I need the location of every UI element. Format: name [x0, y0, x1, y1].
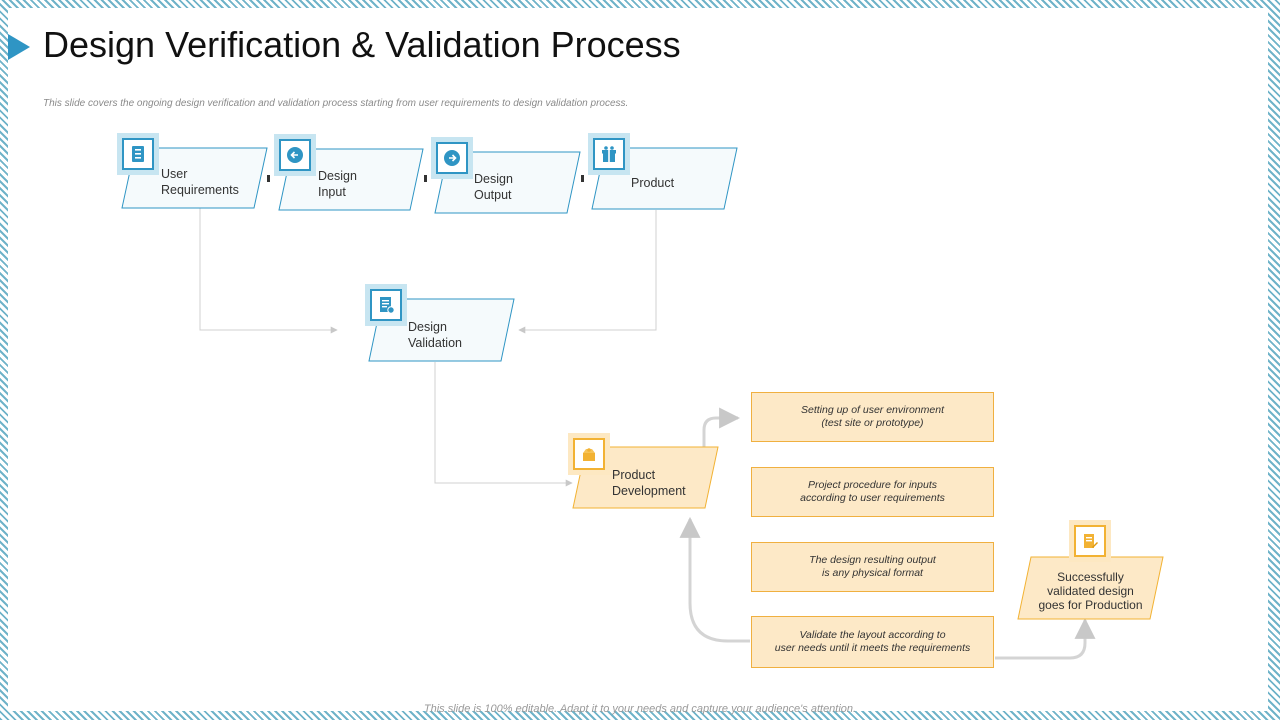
step-separator	[267, 175, 270, 182]
connector-development-to-note-1	[702, 407, 741, 447]
step-label: Design Input	[318, 169, 357, 199]
step-label: Product Development	[612, 468, 686, 498]
note-box: Setting up of user environment (test sit…	[751, 392, 994, 442]
step-label: Successfully validated design goes for P…	[1038, 570, 1143, 612]
note-box: Project procedure for inputs according t…	[751, 467, 994, 517]
note-box: The design resulting output is any physi…	[751, 542, 994, 592]
title-marker-icon	[8, 34, 30, 60]
slide-subtitle: This slide covers the ongoing design ver…	[43, 98, 629, 109]
checklist-icon	[117, 133, 159, 175]
document-pen-icon	[1069, 520, 1111, 562]
slide-title: Design Verification & Validation Process	[43, 24, 681, 65]
connector-user-req-to-validation	[199, 208, 338, 334]
step-label: Design Validation	[408, 320, 462, 350]
step-production: Successfully validated design goes for P…	[1017, 556, 1164, 620]
step-separator	[581, 175, 584, 182]
step-label: User Requirements	[161, 167, 239, 197]
open-box-icon	[568, 433, 610, 475]
connector-note-4-to-development	[679, 516, 750, 643]
note-box: Validate the layout according to user ne…	[751, 616, 994, 668]
document-check-icon	[365, 284, 407, 326]
connector-note-4-to-production	[995, 617, 1096, 660]
slide-footer: This slide is 100% editable. Adapt it to…	[423, 703, 857, 715]
step-label: Design Output	[474, 172, 513, 202]
step-separator	[424, 175, 427, 182]
arrow-right-circle-icon	[431, 137, 473, 179]
gift-box-icon	[588, 133, 630, 175]
step-label: Product	[631, 176, 675, 190]
connector-product-to-validation	[518, 210, 657, 334]
arrow-left-circle-icon	[274, 134, 316, 176]
connector-validation-to-development	[434, 362, 573, 487]
